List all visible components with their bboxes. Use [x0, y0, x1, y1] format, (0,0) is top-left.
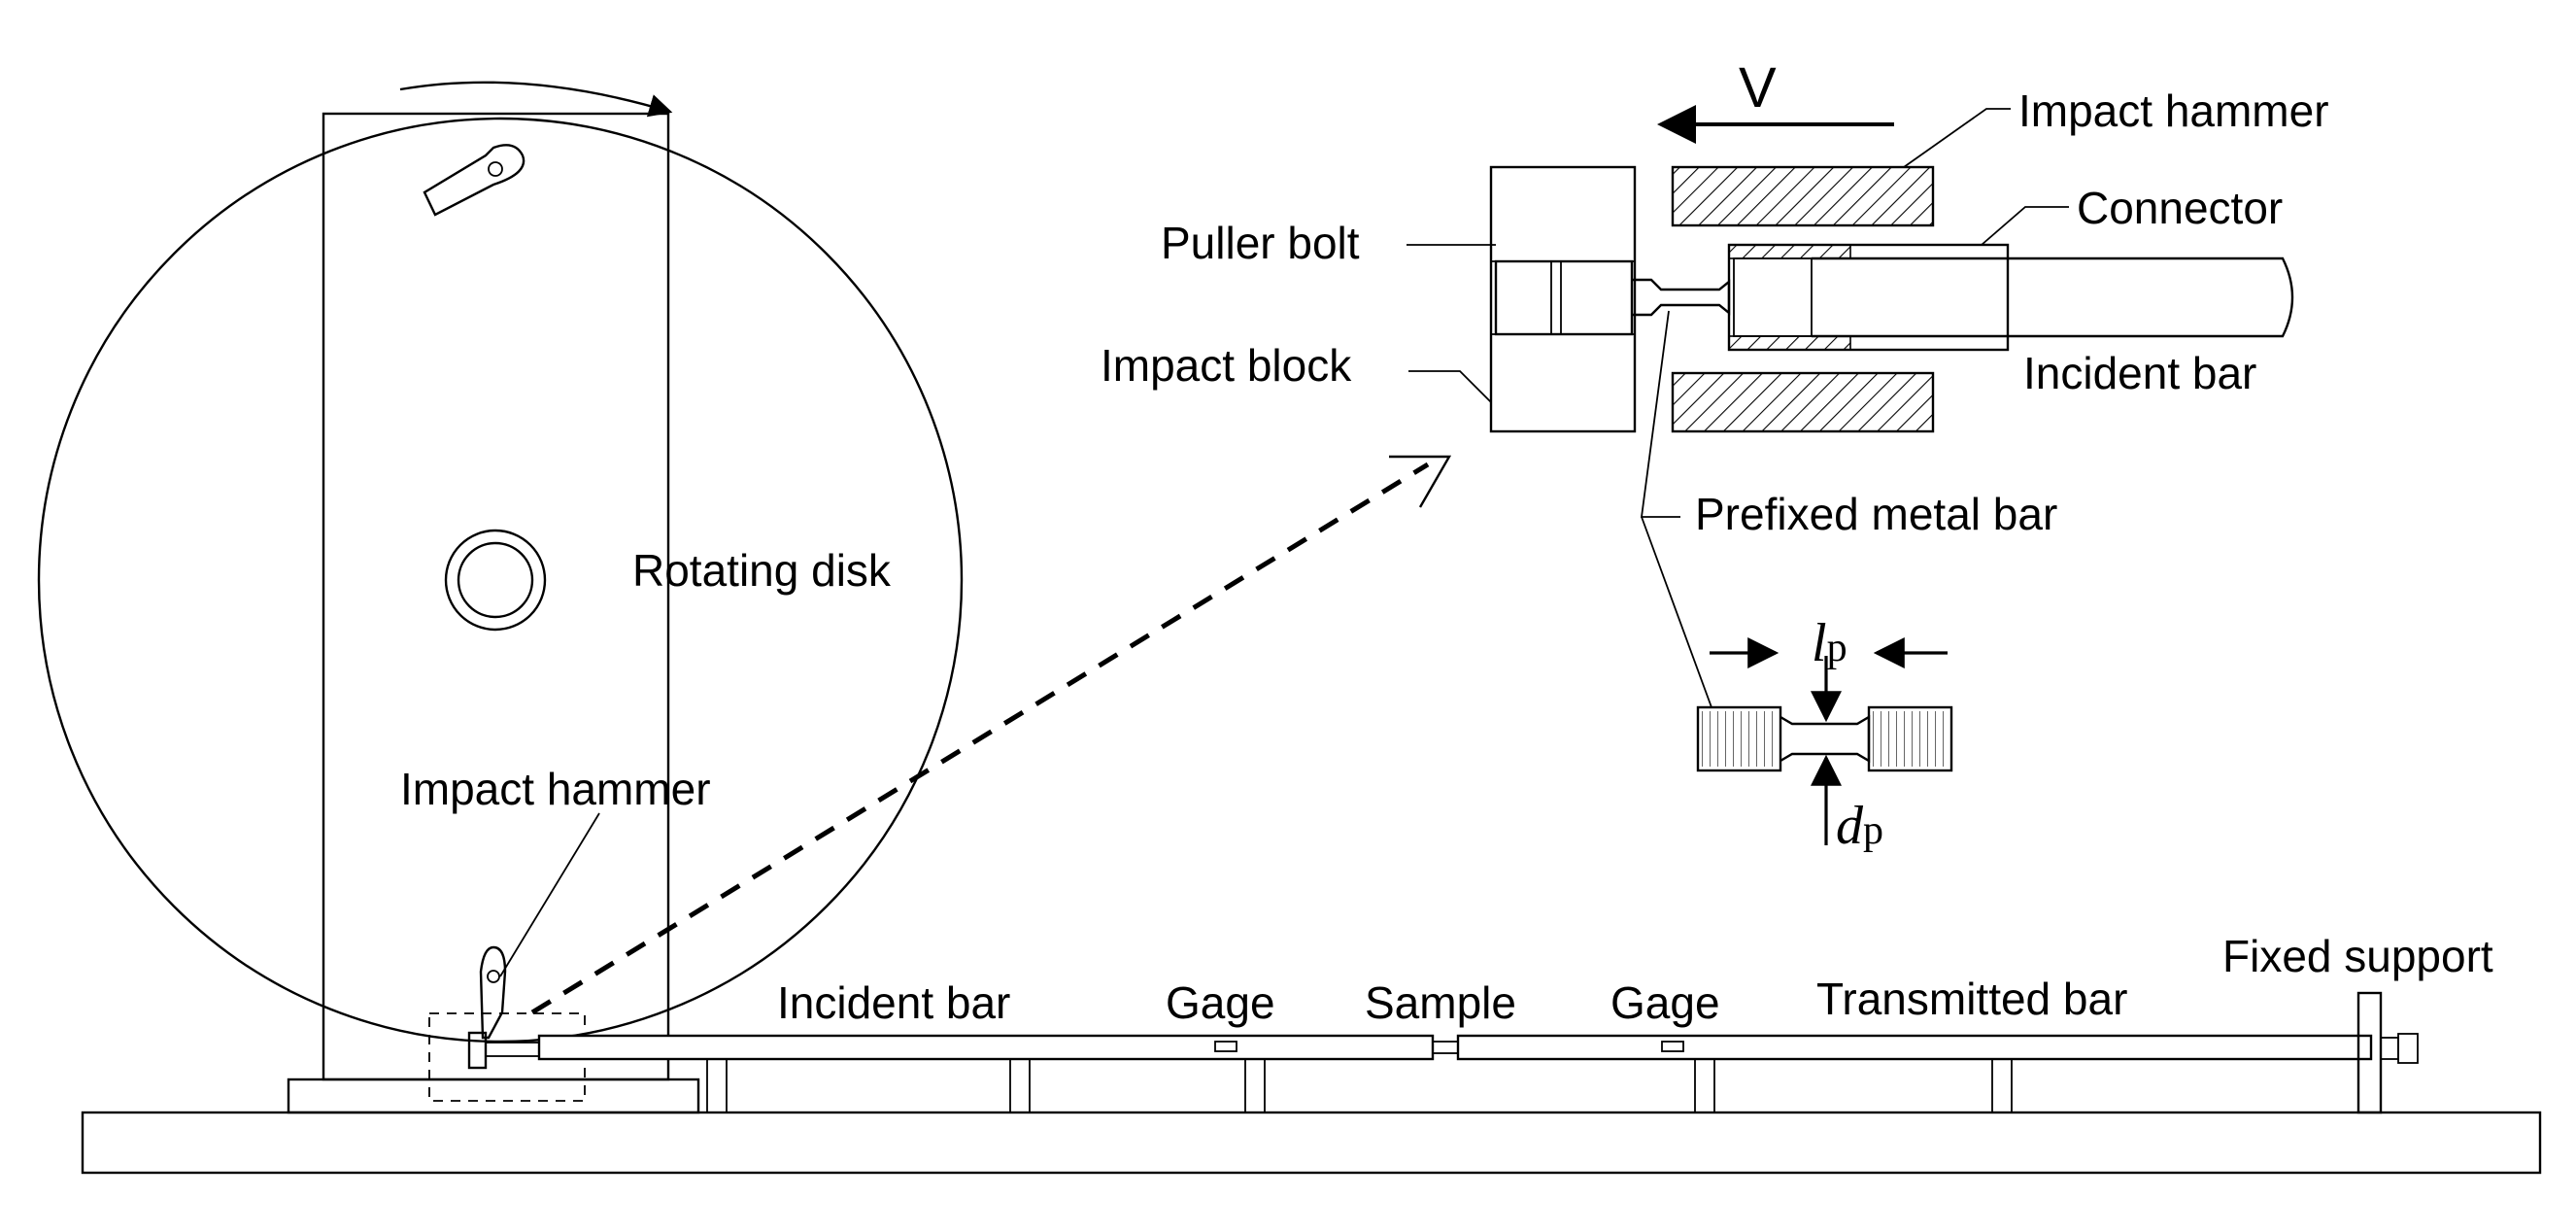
disk-stand-foot	[287, 1078, 700, 1114]
incident-bar-detail	[1812, 257, 2294, 338]
connector-thread-top	[1728, 244, 1851, 259]
label-fixed-support: Fixed support	[2222, 931, 2493, 981]
label-velocity: V	[1739, 56, 1777, 120]
rotating-disk-assembly	[37, 81, 964, 1114]
puller-shank	[485, 1042, 540, 1057]
label-impact-block: Impact block	[1101, 340, 1352, 391]
impact-block-leader	[1408, 370, 1492, 403]
bar-supports	[706, 1058, 2013, 1113]
impact-hammer-detail-leader	[1903, 108, 2011, 168]
fixed-support-nut	[2397, 1033, 2419, 1064]
base-plate	[81, 1111, 2542, 1175]
incident-bar	[537, 1034, 1435, 1061]
label-dp: dp	[1836, 796, 1883, 856]
impact-hammer-leader	[499, 812, 600, 977]
label-gage-left: Gage	[1166, 977, 1275, 1028]
puller-bolt	[1494, 259, 1634, 336]
label-incident-bar-bottom: Incident bar	[777, 977, 1010, 1028]
disk-hub-outer	[444, 529, 547, 632]
label-gage-right: Gage	[1610, 977, 1720, 1028]
prefixed-metal-bar	[1632, 278, 1731, 317]
top-hammer-icon	[423, 144, 525, 217]
detail-view	[1407, 105, 2294, 845]
impact-hammer-top-block	[1671, 165, 1935, 227]
strain-gage-left	[1214, 1041, 1237, 1052]
bottom-hammer-icon	[479, 945, 507, 1040]
prefixed-metal-bar-leader-down	[1641, 516, 1712, 708]
rotating-disk	[37, 117, 964, 1044]
disk-frame	[322, 112, 670, 1081]
disk-hub-inner	[457, 541, 534, 619]
prefixed-metal-bar-enlarged	[1696, 705, 1953, 772]
label-incident-bar-detail: Incident bar	[2023, 348, 2256, 398]
label-transmitted-bar: Transmitted bar	[1816, 974, 2127, 1024]
zoom-arrow-head	[1389, 455, 1452, 508]
connector-inner	[1733, 257, 1813, 337]
top-hammer-pin	[488, 161, 503, 177]
label-impact-hammer-detail: Impact hammer	[2018, 86, 2329, 136]
bottom-hammer-pin	[487, 970, 500, 983]
connector-thread-bottom	[1728, 335, 1851, 351]
label-rotating-disk: Rotating disk	[632, 545, 892, 596]
label-sample: Sample	[1365, 977, 1516, 1028]
impact-block	[1489, 165, 1637, 433]
label-connector: Connector	[2077, 183, 2283, 233]
label-lp: lp	[1812, 613, 1847, 673]
connector	[1727, 243, 2010, 352]
fixed-support-bolt	[2380, 1037, 2399, 1060]
label-prefixed-metal-bar: Prefixed metal bar	[1695, 489, 2057, 539]
transmitted-bar	[1456, 1034, 2373, 1061]
bar-system	[537, 991, 2419, 1114]
sample	[1432, 1041, 1459, 1054]
rotation-arrow	[399, 81, 673, 118]
strain-gage-right	[1661, 1041, 1684, 1052]
label-impact-hammer-left: Impact hammer	[400, 764, 711, 814]
connector-leader	[1981, 206, 2069, 246]
zoom-arrow-line	[530, 462, 1430, 1015]
impact-hammer-bottom-block	[1671, 371, 1935, 433]
label-puller-bolt: Puller bolt	[1161, 218, 1360, 268]
